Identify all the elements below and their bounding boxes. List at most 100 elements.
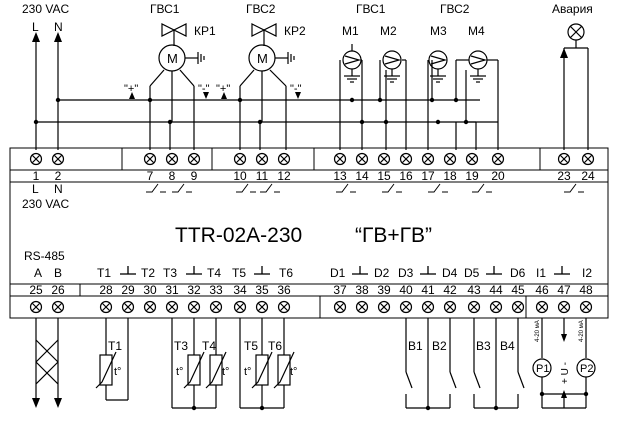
sensor-temp-symbol: t° xyxy=(244,366,251,378)
bottom-terminal-43: 43 xyxy=(467,283,481,314)
terminal-number: 2 xyxy=(55,169,62,183)
terminal-number: 15 xyxy=(377,169,391,183)
pump-label: M2 xyxy=(380,24,397,38)
digital-inputs xyxy=(405,318,525,409)
model-name: TTR-02A-230 xyxy=(175,224,302,247)
input-label-b2: B2 xyxy=(432,339,447,353)
top-terminal-24: 24 xyxy=(581,152,595,183)
input-label-i2: I2 xyxy=(582,266,592,280)
terminal-number: 10 xyxy=(233,169,247,183)
input-label-d2: D2 xyxy=(374,266,390,280)
supply-polarity-label: + U - xyxy=(560,362,571,384)
valve-actuator-2: M КР2 "+" "-" xyxy=(216,23,306,150)
bottom-terminal-41: 41 xyxy=(421,283,435,314)
thermistor-icon xyxy=(255,354,269,386)
terminal-number: 16 xyxy=(399,169,413,183)
thermistor-icon xyxy=(187,354,201,386)
pump-m1 xyxy=(339,44,363,150)
pump-label: M3 xyxy=(430,24,447,38)
pump-group-1-label: ГВС1 xyxy=(356,2,386,16)
valve-label: КР2 xyxy=(284,24,306,38)
bottom-terminal-25: 25 xyxy=(29,283,43,314)
input-label-t4: T4 xyxy=(207,266,221,280)
input-label-t3: T3 xyxy=(163,266,177,280)
bottom-terminal-46: 46 xyxy=(535,283,549,314)
sensor-temp-symbol: t° xyxy=(114,366,121,378)
motor-label: M xyxy=(167,51,178,66)
rs485-a-label: A xyxy=(34,266,42,280)
terminal-number: 32 xyxy=(187,283,201,297)
transducer-label-p1: P1 xyxy=(536,363,549,375)
bottom-terminal-42: 42 xyxy=(443,283,457,314)
terminal-l-label: L xyxy=(32,182,39,196)
alarm-label: Авария xyxy=(552,2,593,16)
pumps xyxy=(339,44,499,150)
sensor-label-t1: T1 xyxy=(108,339,122,353)
valve-group-2-label: ГВС2 xyxy=(246,2,276,16)
top-terminal-19: 19 xyxy=(465,152,479,183)
bottom-terminal-48: 48 xyxy=(579,283,593,314)
terminal-number: 13 xyxy=(333,169,347,183)
ground-marks xyxy=(120,266,570,275)
bottom-terminal-37: 37 xyxy=(333,283,347,314)
bottom-terminal-40: 40 xyxy=(399,283,413,314)
terminal-number: 11 xyxy=(256,169,269,183)
current-range-label: 4-20 мА xyxy=(535,320,541,342)
input-label-d6: D6 xyxy=(510,266,526,280)
terminal-number: 18 xyxy=(443,169,457,183)
bottom-terminal-36: 36 xyxy=(277,283,291,314)
top-terminal-14: 14 xyxy=(355,152,369,183)
input-label-b1: B1 xyxy=(408,339,423,353)
terminal-number: 25 xyxy=(29,283,43,297)
sensor-label-t3: T3 xyxy=(174,339,188,353)
bottom-terminal-35: 35 xyxy=(255,283,269,314)
terminal-number: 28 xyxy=(99,283,113,297)
open-arrow-label: "+" xyxy=(216,83,230,95)
bottom-header-labels: RS-485 A B T1 T2 T3 T4 T5 T6 D1 D2 D3 D4… xyxy=(24,249,592,280)
top-group-labels: ГВС1 ГВС2 ГВС1 ГВС2 Авария xyxy=(150,2,593,16)
top-terminal-15: 15 xyxy=(377,152,391,183)
input-labels: B1 B2 B3 B4 xyxy=(408,339,515,353)
input-label-d3: D3 xyxy=(398,266,414,280)
terminal-number: 39 xyxy=(377,283,391,297)
bottom-terminal-34: 34 xyxy=(233,283,247,314)
input-label-d5: D5 xyxy=(464,266,480,280)
supply-n-label: N xyxy=(54,20,63,34)
current-range-label: 4-20 мА xyxy=(579,320,585,342)
sensor-temp-symbol: t° xyxy=(176,366,183,378)
terminal-number: 41 xyxy=(421,283,435,297)
pump-m3 xyxy=(427,50,448,150)
valve-icon xyxy=(149,23,205,150)
input-label-t6: T6 xyxy=(279,266,293,280)
bottom-terminal-39: 39 xyxy=(377,283,391,314)
terminal-number: 34 xyxy=(233,283,247,297)
bottom-terminal-29: 29 xyxy=(121,283,135,314)
relay-contacts xyxy=(146,183,584,193)
pump-label: M1 xyxy=(342,24,359,38)
input-label-d4: D4 xyxy=(442,266,458,280)
terminal-number: 19 xyxy=(465,169,479,183)
bottom-terminal-44: 44 xyxy=(489,283,503,314)
pump-m2 xyxy=(379,50,407,150)
supply-voltage-label: 230 VAC xyxy=(22,2,69,16)
input-label-b4: B4 xyxy=(500,339,515,353)
bottom-terminal-28: 28 xyxy=(99,283,113,314)
terminal-number: 9 xyxy=(191,169,198,183)
input-label-t5: T5 xyxy=(232,266,246,280)
top-terminal-16: 16 xyxy=(399,152,413,183)
valve-group-1-label: ГВС1 xyxy=(150,2,180,16)
terminal-number: 44 xyxy=(489,283,503,297)
terminal-n-label: N xyxy=(54,182,63,196)
valve-label: КР1 xyxy=(194,24,216,38)
sensor-label-t5: T5 xyxy=(244,339,258,353)
terminal-number: 43 xyxy=(467,283,481,297)
input-label-b3: B3 xyxy=(476,339,491,353)
bottom-terminal-30: 30 xyxy=(143,283,157,314)
top-terminal-18: 18 xyxy=(443,152,457,183)
sensor-labels: T1 T3 T4 T5 T6 t° t° t° t° t° xyxy=(108,339,297,378)
motor-label: M xyxy=(257,51,268,66)
close-arrow-label: "-" xyxy=(290,83,302,95)
terminal-number: 17 xyxy=(421,169,435,183)
